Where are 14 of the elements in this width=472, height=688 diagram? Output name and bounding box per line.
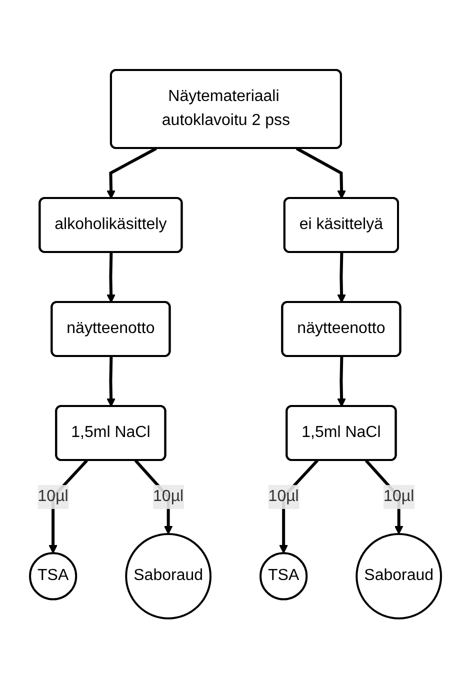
arrow (296, 146, 346, 199)
arrow (338, 356, 346, 407)
edge-label: 10µl (268, 488, 300, 505)
edge-label: 10µl (38, 488, 69, 505)
arrow (107, 252, 116, 303)
node-circle: Saboraud (356, 532, 443, 620)
arrow (107, 146, 158, 199)
edge-label: 10µl (154, 488, 184, 505)
edge-label: 10µl (384, 488, 415, 505)
node-circle: TSA (29, 552, 78, 600)
node-circle: TSA (260, 552, 308, 600)
arrow (107, 356, 116, 407)
node-circle: Saboraud (126, 532, 212, 620)
arrow (338, 252, 346, 303)
